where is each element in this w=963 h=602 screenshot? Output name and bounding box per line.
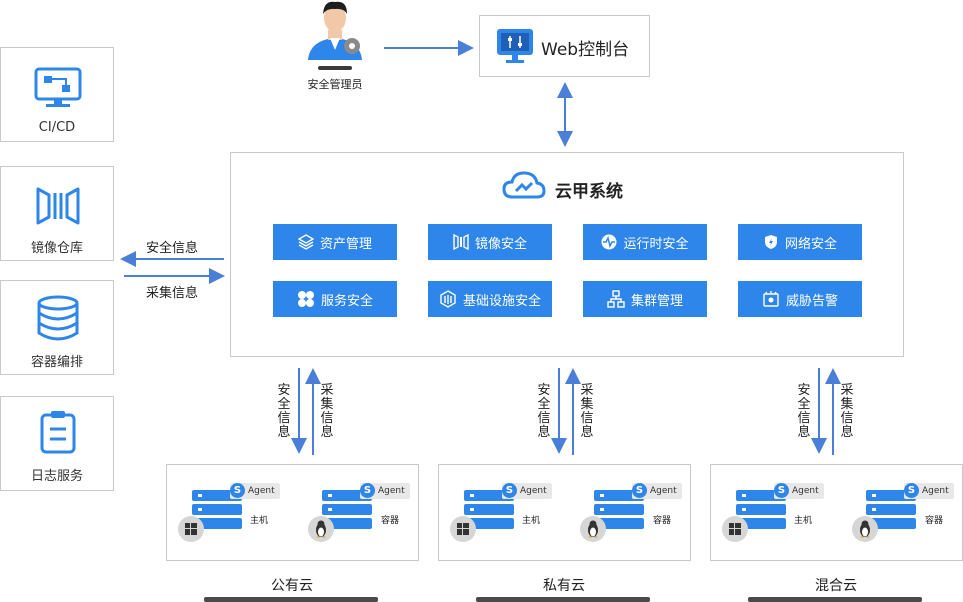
host-label: 主机 — [522, 516, 541, 526]
image-icon — [453, 234, 469, 250]
infrastructure-icon — [440, 290, 456, 308]
linux-icon — [308, 516, 334, 542]
cloud-private-box: Agent S 主机 Agent S 容器 — [438, 464, 691, 561]
host-server-icon — [464, 490, 514, 529]
container-server-icon — [594, 490, 644, 529]
cloud-public-underline — [204, 597, 378, 602]
cloud2-security-info: 安全信息 — [537, 383, 551, 440]
system-title: 云甲系统 — [555, 182, 623, 202]
cloud-hybrid-label: 混合云 — [815, 578, 857, 594]
cloud-hybrid-box: Agent S 主机 Agent S 容器 — [710, 464, 963, 561]
cloud-public-label: 公有云 — [271, 578, 313, 594]
windows-icon — [450, 516, 476, 542]
linux-icon — [852, 516, 878, 542]
module-threat-alert: 威胁告警 — [738, 281, 862, 317]
module-cluster-management: 集群管理 — [583, 281, 707, 317]
cloud3-security-info: 安全信息 — [797, 383, 811, 440]
agent-s-badge: S — [502, 483, 517, 498]
admin-avatar-icon — [308, 1, 362, 70]
agent-s-badge: S — [360, 483, 375, 498]
linux-icon — [580, 516, 606, 542]
source-logs-label: 日志服务 — [30, 469, 83, 484]
source-registry: 镜像仓库 — [0, 166, 114, 261]
source-registry-label: 镜像仓库 — [30, 241, 83, 256]
admin-node: 安全管理员 — [300, 0, 370, 92]
cluster-icon — [607, 290, 625, 308]
module-label: 基础设施安全 — [462, 293, 541, 309]
module-label: 运行时安全 — [623, 236, 689, 252]
module-label: 镜像安全 — [474, 236, 527, 252]
container-server-icon — [322, 490, 372, 529]
module-label: 资产管理 — [319, 236, 372, 252]
source-cicd: CI/CD — [0, 47, 114, 142]
collect-info-label: 采集信息 — [146, 286, 199, 301]
layers-icon — [297, 234, 314, 250]
windows-icon — [178, 516, 204, 542]
pulse-icon — [601, 234, 617, 250]
services-icon — [297, 291, 314, 307]
host-label: 主机 — [794, 516, 813, 526]
module-label: 服务安全 — [320, 293, 373, 309]
clipboard-icon — [40, 411, 76, 454]
host-server-icon — [192, 490, 242, 529]
source-orchestration: 容器编排 — [0, 280, 114, 375]
module-image-security: 镜像安全 — [428, 224, 552, 260]
container-label: 容器 — [381, 516, 400, 526]
module-network-security: 网络安全 — [738, 224, 862, 260]
container-label: 容器 — [653, 516, 672, 526]
cloud1-collect-info: 采集信息 — [320, 383, 334, 440]
source-cicd-label: CI/CD — [38, 120, 76, 135]
module-runtime-security: 运行时安全 — [583, 224, 707, 260]
admin-label: 安全管理员 — [307, 78, 363, 91]
module-asset-management: 资产管理 — [273, 224, 397, 260]
shield-bolt-icon — [764, 235, 777, 249]
monitor-icon — [497, 29, 533, 63]
security-info-label: 安全信息 — [146, 241, 199, 256]
host-server-icon — [736, 490, 786, 529]
module-label: 集群管理 — [630, 293, 683, 309]
cloud-hybrid-underline — [748, 597, 922, 602]
module-service-security: 服务安全 — [273, 281, 397, 317]
agent-s-badge: S — [774, 483, 789, 498]
host-label: 主机 — [250, 516, 269, 526]
module-label: 网络安全 — [784, 236, 837, 252]
database-icon — [37, 295, 79, 341]
cloud3-collect-info: 采集信息 — [840, 383, 854, 440]
cloud-private-underline — [476, 597, 650, 602]
cloud-private-label: 私有云 — [543, 578, 585, 594]
container-label: 容器 — [925, 516, 944, 526]
windows-icon — [722, 516, 748, 542]
alarm-icon — [763, 291, 779, 307]
container-server-icon — [866, 490, 916, 529]
web-console-box: Web控制台 — [479, 15, 650, 77]
agent-s-badge-overlay: S — [230, 483, 245, 498]
cloud2-collect-info: 采集信息 — [580, 383, 594, 440]
cloud-public-box: S Agent S 主机 Agent S 容器 — [166, 464, 419, 561]
web-console-label: Web控制台 — [541, 40, 630, 60]
source-orchestration-label: 容器编排 — [30, 355, 83, 370]
monitor-flow-icon — [34, 67, 82, 107]
agent-s-badge: S — [904, 483, 919, 498]
cloud-logo-icon — [502, 171, 546, 199]
module-label: 威胁告警 — [785, 293, 838, 309]
module-infrastructure-security: 基础设施安全 — [428, 281, 552, 317]
cloud1-security-info: 安全信息 — [277, 383, 291, 440]
agent-s-badge: S — [632, 483, 647, 498]
source-logs: 日志服务 — [0, 396, 114, 491]
registry-icon — [36, 187, 80, 225]
